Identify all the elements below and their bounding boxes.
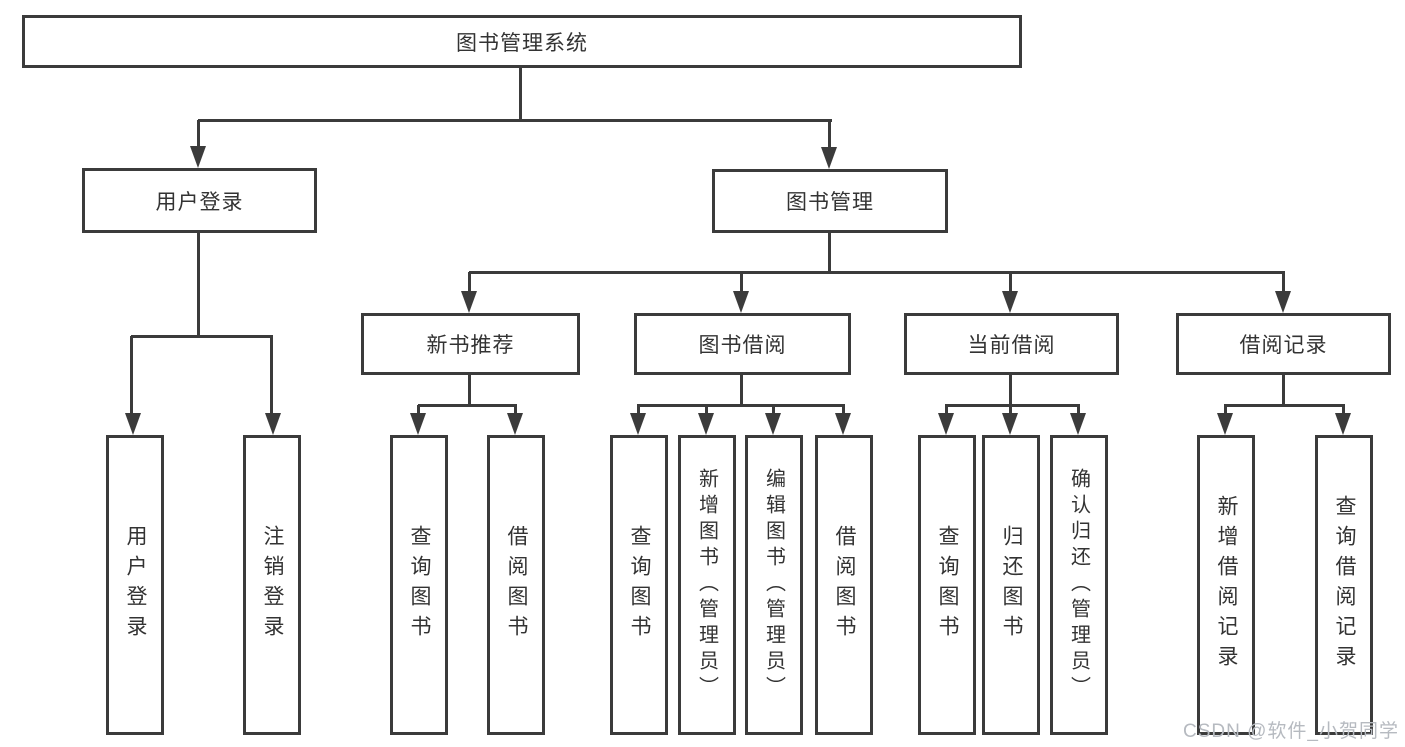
arrow-to-cb-confirm: [1070, 413, 1086, 435]
arrow-to-br-add: [1217, 413, 1233, 435]
connector-drop-book-management: [828, 120, 831, 149]
arrow-to-current-borrow: [1002, 291, 1018, 313]
leaf-node-query-books-borrow: 查询图书: [610, 435, 668, 735]
connector-drop-new-book: [468, 272, 471, 292]
csdn-watermark: CSDN @软件_小贺同学: [1183, 721, 1399, 742]
connector-currentborrow-stem: [1009, 375, 1012, 406]
arrow-to-login-leaf: [125, 413, 141, 435]
connector-drop-bb-borrow: [842, 405, 845, 414]
arrow-to-br-query: [1335, 413, 1351, 435]
arrow-to-cb-return: [1002, 413, 1018, 435]
arrow-to-bb-borrow: [835, 413, 851, 435]
leaf-node-borrow-books: 借阅图书: [815, 435, 873, 735]
arrow-to-book-management: [821, 147, 837, 169]
connector-bookborrow-stem: [740, 375, 743, 406]
arrow-to-bb-query: [630, 413, 646, 435]
connector-drop-bb-add: [705, 405, 708, 414]
leaf-node-return-books: 归还图书: [982, 435, 1040, 735]
connector-drop-logout-leaf: [270, 336, 273, 415]
connector-bookborrow-hline: [637, 404, 845, 407]
leaf-node-query-borrow-record: 查询借阅记录: [1315, 435, 1373, 735]
connector-bookmgmt-stem: [828, 233, 831, 273]
leaf-node-confirm-return-admin: 确认归还（管理员）: [1050, 435, 1108, 735]
connector-drop-bb-edit: [772, 405, 775, 414]
connector-root-hline: [198, 119, 832, 122]
arrow-to-bb-add: [698, 413, 714, 435]
arrow-to-cb-query: [938, 413, 954, 435]
arrow-to-new-book: [461, 291, 477, 313]
connector-drop-current-borrow: [1009, 272, 1012, 292]
connector-drop-bb-query: [637, 405, 640, 414]
section-node-new-book-recommend: 新书推荐: [361, 313, 580, 375]
leaf-node-edit-books-admin: 编辑图书（管理员）: [745, 435, 803, 735]
arrow-to-user-login: [190, 146, 206, 168]
connector-userlogin-stem: [197, 233, 200, 335]
branch-node-user-login: 用户登录: [82, 168, 317, 233]
leaf-node-logout: 注销登录: [243, 435, 301, 735]
connector-drop-cb-return: [1009, 405, 1012, 414]
connector-drop-br-query: [1342, 405, 1345, 414]
connector-userlogin-hline: [131, 335, 273, 338]
leaf-node-user-login: 用户登录: [106, 435, 164, 735]
section-node-current-borrow: 当前借阅: [904, 313, 1119, 375]
connector-drop-cb-query: [945, 405, 948, 414]
branch-node-book-management: 图书管理: [712, 169, 948, 233]
arrow-to-logout-leaf: [265, 413, 281, 435]
section-node-book-borrow: 图书借阅: [634, 313, 851, 375]
arrow-to-borrow-record: [1275, 291, 1291, 313]
connector-drop-login-leaf: [130, 336, 133, 415]
connector-bookmgmt-hline: [469, 271, 1285, 274]
connector-newbook-stem: [468, 375, 471, 406]
connector-drop-cb-confirm: [1077, 405, 1080, 414]
section-node-borrow-record: 借阅记录: [1176, 313, 1391, 375]
leaf-node-borrow-books-recommend: 借阅图书: [487, 435, 545, 735]
leaf-node-add-borrow-record: 新增借阅记录: [1197, 435, 1255, 735]
connector-drop-user-login: [197, 120, 200, 148]
connector-currentborrow-hline: [945, 404, 1080, 407]
connector-drop-nb-query: [417, 405, 420, 414]
connector-drop-borrow-record: [1282, 272, 1285, 292]
leaf-node-query-books-recommend: 查询图书: [390, 435, 448, 735]
leaf-node-query-books-current: 查询图书: [918, 435, 976, 735]
arrow-to-nb-query: [410, 413, 426, 435]
connector-newbook-hline: [418, 404, 517, 407]
arrow-to-nb-borrow: [507, 413, 523, 435]
connector-borrowrecord-stem: [1282, 375, 1285, 406]
arrow-to-book-borrow: [733, 291, 749, 313]
root-node-library-system: 图书管理系统: [22, 15, 1022, 68]
connector-drop-book-borrow: [740, 272, 743, 292]
connector-borrowrecord-hline: [1224, 404, 1345, 407]
arrow-to-bb-edit: [765, 413, 781, 435]
connector-root-stem: [519, 67, 522, 121]
connector-drop-nb-borrow: [514, 405, 517, 414]
leaf-node-add-books-admin: 新增图书（管理员）: [678, 435, 736, 735]
connector-drop-br-add: [1224, 405, 1227, 414]
